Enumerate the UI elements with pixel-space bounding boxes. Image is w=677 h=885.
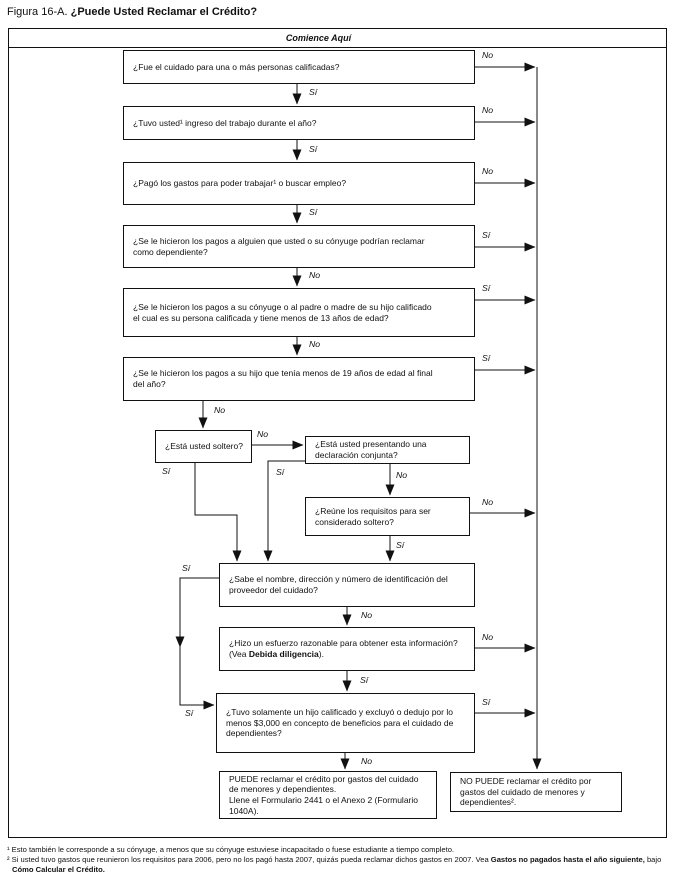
label-q3-no: No xyxy=(482,166,494,176)
question-text: ¿Está usted soltero? xyxy=(165,441,243,452)
footnotes: ¹ Esto también le corresponde a su cónyu… xyxy=(7,845,669,875)
question-text: ¿Fue el cuidado para una o más personas … xyxy=(133,61,340,72)
question-text: ¿Reúne los requisitos para ser considera… xyxy=(315,505,431,527)
question-payments-to-dependent: ¿Se le hicieron los pagos a alguien que … xyxy=(123,225,475,268)
question-text: ¿Pagó los gastos para poder trabajar¹ o … xyxy=(133,178,347,189)
label-q9-no: No xyxy=(482,497,494,507)
label-q5-si: Sí xyxy=(482,283,491,293)
label-q10-si-2: Sí xyxy=(185,708,194,718)
result-text: PUEDE reclamar el crédito por gastos del… xyxy=(229,774,428,816)
label-q12-si: Sí xyxy=(482,697,491,707)
result-text-line: Llene el Formulario 2441 o el Anexo 2 (F… xyxy=(229,795,418,816)
question-due-diligence: ¿Hizo un esfuerzo razonable para obtener… xyxy=(219,627,475,671)
label-q5-no: No xyxy=(309,339,321,349)
figure-title: Figura 16-A. ¿Puede Usted Reclamar el Cr… xyxy=(7,6,257,18)
question-text: ¿Se le hicieron los pagos a alguien que … xyxy=(133,235,425,257)
footnote-2-text: ² Si usted tuvo gastos que reunieron los… xyxy=(7,855,491,864)
label-q2-si: Sí xyxy=(309,144,318,154)
question-payments-to-child-under-19: ¿Se le hicieron los pagos a su hijo que … xyxy=(123,357,475,401)
label-q11-no: No xyxy=(482,632,494,642)
label-q11-si: Sí xyxy=(360,675,369,685)
question-qualified-person: ¿Fue el cuidado para una o más personas … xyxy=(123,50,475,84)
figure-number: Figura 16-A. xyxy=(7,6,71,18)
label-q4-no: No xyxy=(309,270,321,280)
label-q10-no: No xyxy=(361,610,373,620)
question-text: ¿Se le hicieron los pagos a su hijo que … xyxy=(133,368,433,389)
result-can-claim: PUEDE reclamar el crédito por gastos del… xyxy=(219,771,437,819)
label-q4-si: Sí xyxy=(482,230,491,240)
footnote-2-text: bajo xyxy=(644,855,662,864)
label-q9-si: Sí xyxy=(396,540,405,550)
label-q1-no: No xyxy=(482,50,494,60)
label-q7-no: No xyxy=(257,429,269,439)
label-q2-no: No xyxy=(482,105,494,115)
label-q1-si: Sí xyxy=(309,87,318,97)
question-considered-unmarried: ¿Reúne los requisitos para ser considera… xyxy=(305,497,470,536)
question-text: ¿Tuvo usted¹ ingreso del trabajo durante… xyxy=(133,117,317,128)
question-provider-info: ¿Sabe el nombre, dirección y número de i… xyxy=(219,563,475,607)
figure-heading: ¿Puede Usted Reclamar el Crédito? xyxy=(70,6,258,18)
footnote-2: ² Si usted tuvo gastos que reunieron los… xyxy=(7,855,669,875)
start-label: Comience Aquí xyxy=(285,33,352,43)
question-text-part: ). xyxy=(318,649,324,659)
label-q12-no: No xyxy=(361,756,373,766)
question-text: ¿Se le hicieron los pagos a su cónyuge o… xyxy=(133,301,432,323)
footnote-2-bold-ref: Cómo Calcular el Crédito. xyxy=(12,865,105,874)
label-q3-si: Sí xyxy=(309,207,318,217)
question-single: ¿Está usted soltero? xyxy=(155,430,252,463)
question-earned-income: ¿Tuvo usted¹ ingreso del trabajo durante… xyxy=(123,106,475,140)
result-text-line: PUEDE reclamar el crédito por gastos del… xyxy=(229,773,419,795)
result-text: NO PUEDE reclamar el crédito por gastos … xyxy=(460,776,592,808)
label-q10-si: Sí xyxy=(182,563,191,573)
question-joint-return: ¿Está usted presentando una declaración … xyxy=(305,436,470,464)
question-dependent-care-benefits: ¿Tuvo solamente un hijo calificado y exc… xyxy=(216,693,475,753)
question-text: ¿Tuvo solamente un hijo calificado y exc… xyxy=(226,707,454,739)
label-q6-si: Sí xyxy=(482,353,491,363)
question-payments-to-spouse-or-parent: ¿Se le hicieron los pagos a su cónyuge o… xyxy=(123,288,475,337)
question-paid-expenses-to-work: ¿Pagó los gastos para poder trabajar¹ o … xyxy=(123,162,475,205)
label-q8-no: No xyxy=(396,470,408,480)
question-text: ¿Está usted presentando una declaración … xyxy=(315,439,427,460)
footnote-1: ¹ Esto también le corresponde a su cónyu… xyxy=(7,845,455,854)
question-text-part: ¿Hizo un esfuerzo razonable para obtener… xyxy=(229,638,458,659)
question-text: ¿Sabe el nombre, dirección y número de i… xyxy=(229,574,448,595)
footnote-2-bold-ref: Gastos no pagados hasta el año siguiente… xyxy=(490,855,645,864)
question-text: ¿Hizo un esfuerzo razonable para obtener… xyxy=(229,638,466,659)
result-cannot-claim: NO PUEDE reclamar el crédito por gastos … xyxy=(450,772,622,812)
label-q6-no: No xyxy=(214,405,226,415)
start-banner: Comience Aquí xyxy=(9,29,666,48)
label-q7-si: Sí xyxy=(162,466,171,476)
question-text-bold: Debida diligencia xyxy=(248,649,319,659)
label-q8-si: Sí xyxy=(276,467,285,477)
